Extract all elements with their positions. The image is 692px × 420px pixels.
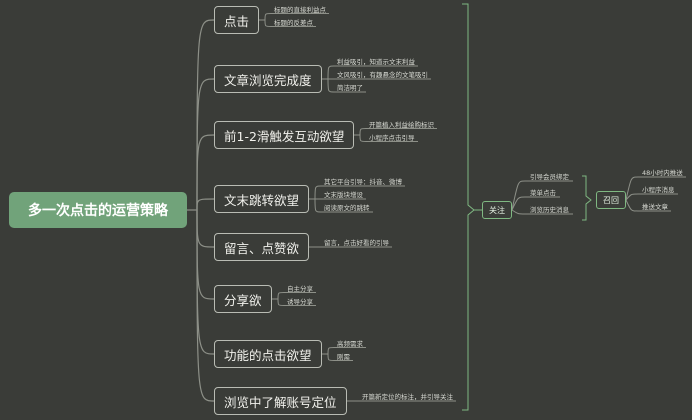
- recall-item-miniprogram-message: 小程序消息: [642, 186, 675, 194]
- recall-node[interactable]: 召回: [596, 191, 626, 209]
- connector-line: [314, 185, 405, 200]
- connector-line: [327, 65, 418, 80]
- connector-line: [327, 78, 366, 93]
- branch-leaf: 利益吸引，知道示文末利益: [337, 58, 415, 66]
- connector-line: [196, 198, 215, 211]
- branch-leaf: 简洁明了: [337, 84, 363, 92]
- branch-leaf: 小程序点击引导: [369, 133, 415, 142]
- follow-item-menu-click: 菜单点击: [530, 189, 556, 197]
- root-node[interactable]: 多一次点击的运营策略: [9, 192, 187, 228]
- connector-line: [327, 353, 353, 361]
- connector-line: [462, 3, 475, 411]
- connector-line: [511, 209, 573, 215]
- connector-line: [196, 209, 215, 402]
- connector-line: [359, 134, 418, 142]
- connector-line: [327, 347, 366, 355]
- branch-node[interactable]: 文末跳转欲望: [214, 185, 310, 213]
- follow-item-member-binding: 引导会员绑定: [530, 173, 569, 181]
- follow-item-history-messages: 浏览历史消息: [530, 206, 569, 214]
- branch-leaf: 留言，点击好看的引导: [324, 239, 389, 247]
- branch-node[interactable]: 文章浏览完成度: [214, 65, 322, 93]
- branch-leaf: 文风吸引，有趣悬念的文笔吸引: [337, 71, 428, 79]
- connector-line: [264, 13, 329, 21]
- branch-leaf: 高频需求: [337, 339, 363, 348]
- branch-leaf: 刚需: [337, 352, 350, 361]
- connector-line: [264, 19, 316, 27]
- branch-leaf: 阅读原文的跳转: [324, 204, 370, 212]
- branch-leaf: 标题的反差点: [274, 18, 313, 27]
- branch-node[interactable]: 功能的点击欲望: [214, 340, 322, 368]
- follow-node[interactable]: 关注: [482, 201, 512, 219]
- branch-leaf: 开篇新定位的标注，并引导关注: [362, 393, 453, 401]
- branch-node[interactable]: 分享欲: [214, 285, 272, 313]
- recall-item-push-article: 推送文章: [642, 203, 668, 211]
- connector-line: [314, 198, 373, 213]
- connector-line: [511, 180, 573, 211]
- branch-leaf: 开篇植入利益绘购标识: [369, 120, 434, 129]
- connector-line: [511, 196, 560, 211]
- connector-line: [196, 134, 215, 211]
- branch-leaf: 文末版块增设: [324, 191, 363, 199]
- recall-item-48h-push: 48小时内推送: [642, 169, 683, 177]
- connector-line: [582, 175, 592, 221]
- connector-line: [277, 292, 316, 300]
- branch-node[interactable]: 浏览中了解账号定位: [214, 387, 347, 415]
- connector-line: [625, 193, 678, 201]
- branch-node[interactable]: 留言、点赞欲: [214, 233, 310, 261]
- connector-line: [625, 199, 671, 212]
- connector-line: [277, 298, 316, 306]
- branch-node[interactable]: 点击: [214, 6, 260, 34]
- connector-line: [359, 128, 437, 136]
- branch-leaf: 诱导分享: [287, 297, 313, 306]
- branch-leaf: 标题的直接利益点: [274, 5, 326, 14]
- branch-node[interactable]: 前1-2滑触发互动欲望: [214, 121, 355, 149]
- connector-line: [196, 209, 215, 355]
- connector-line: [196, 209, 215, 300]
- connector-line: [196, 19, 215, 211]
- connector-line: [625, 176, 686, 201]
- connector-line: [196, 209, 215, 248]
- branch-leaf: 其它平台引导：抖音、微博: [324, 178, 402, 186]
- branch-leaf: 自主分享: [287, 284, 313, 293]
